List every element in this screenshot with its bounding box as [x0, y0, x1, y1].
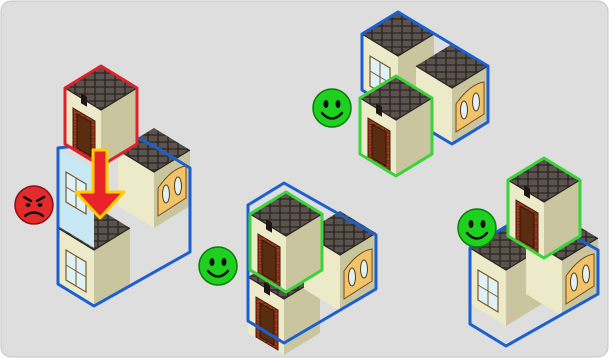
happy-face-icon	[313, 89, 351, 127]
happy-face-icon	[199, 247, 237, 285]
angry-face-icon	[15, 186, 53, 224]
happy-face-icon	[458, 209, 496, 247]
